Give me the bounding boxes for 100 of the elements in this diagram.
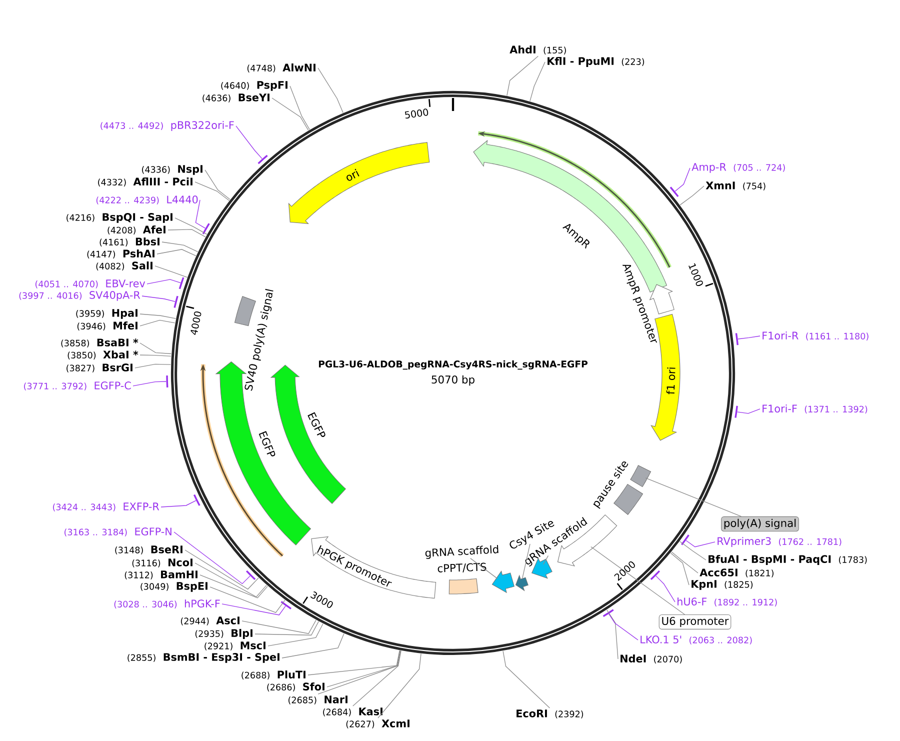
leader-line [160, 500, 196, 508]
site-label: (3148) BseRI [115, 546, 182, 554]
site-label: XmnI (754) [706, 182, 766, 190]
site-label: (2855) BsmBI - Esp3I - SpeI [128, 653, 280, 663]
site-label: NdeI (2070) [620, 654, 682, 664]
site-label: (3959) HpaI [76, 309, 138, 319]
leader-line [318, 68, 344, 114]
leader-line [645, 478, 742, 517]
leader-line [140, 320, 176, 326]
primer-label: RVprimer3 (1762 .. 1781) [718, 536, 842, 547]
leader-line [242, 620, 316, 634]
site-label: EcoRI (2392) [516, 710, 584, 718]
site-label: (4332) AflIII - PciI [98, 177, 192, 187]
site-label: (3116) NcoI [132, 558, 192, 568]
site-label: AhdI (155) [510, 45, 566, 55]
leader-line [140, 342, 172, 354]
leader-line [608, 614, 638, 640]
primer-label: (3997 .. 4016) SV40pA-R [19, 291, 140, 301]
tick-label: 4000 [190, 311, 202, 335]
leader-line [194, 182, 230, 201]
leader-line [680, 186, 704, 206]
site-label: (2944) AscI [180, 616, 240, 626]
leader-line [272, 98, 309, 131]
primer-label: (3028 .. 3046) hPGK-F [114, 599, 220, 609]
leader-line [506, 56, 538, 96]
primer-label: (4473 .. 4492) pBR322ori-F [100, 120, 234, 131]
leader-line [318, 650, 401, 694]
primer-label: hU6-F (1892 .. 1912) [678, 597, 777, 607]
leader-line [210, 586, 286, 613]
primer-label: F1ori-R (1161 .. 1180) [762, 331, 868, 341]
leader-line [378, 653, 422, 718]
site-label: (3827) BsrGI [66, 364, 132, 372]
leader-line [142, 296, 176, 302]
site-label: (4748) AlwNI [247, 63, 316, 73]
site-label: (4208) AfeI [108, 225, 166, 235]
site-label: (3049) BspEI [140, 582, 208, 592]
leader-line [738, 336, 760, 340]
primer-label: Amp-R (705 .. 724) [692, 163, 785, 173]
site-label: (3112) BamHI [124, 570, 198, 580]
leader-line [195, 200, 206, 229]
site-label: (2685) NarI [288, 696, 348, 704]
callout-label: U6 promoter [658, 614, 732, 630]
site-label: (3858) BsaBI * [61, 338, 138, 348]
leader-line [679, 541, 706, 560]
site-label: (2935) BlpI [195, 628, 252, 639]
site-label: (3946) MfeI [77, 321, 138, 331]
leader-line [671, 552, 698, 574]
site-label: KflI - PpuMI (223) [548, 56, 644, 67]
leader-line [737, 408, 760, 414]
site-label: (2688) PluTI [242, 670, 306, 680]
site-label: (4082) SalI [96, 261, 152, 271]
leader-line [522, 544, 530, 579]
leader-line [162, 242, 198, 252]
leader-line [606, 610, 618, 660]
feature-band [515, 574, 528, 592]
callout-label: poly(A) signal [721, 516, 799, 532]
site-label: (2627) XcmI [346, 720, 410, 728]
site-label: (4636) BseYI [202, 94, 270, 102]
primer-label: (4051 .. 4070) EBV-rev [35, 280, 146, 288]
leader-line [140, 354, 172, 357]
leader-line [670, 552, 690, 586]
primer-label: (3771 .. 3792) EGFP-C [24, 382, 131, 390]
site-label: (2921) MscI [204, 642, 266, 650]
leader-line [222, 604, 286, 616]
leader-line [326, 650, 400, 688]
site-label: (2684) KasI [323, 708, 382, 716]
leader-line [140, 314, 176, 319]
leader-line [290, 86, 310, 130]
site-label: BfuAI - BspMI - PaqCI (1783) [708, 554, 867, 565]
leader-line [656, 576, 676, 602]
site-label: (3850) XbaI * [68, 350, 138, 360]
primer-label: (3163 .. 3184) EGFP-N [64, 528, 172, 536]
leader-line [156, 249, 196, 256]
site-label: (4216) BspQI - SapI [66, 213, 172, 223]
leader-line [146, 279, 181, 284]
leader-line [530, 62, 546, 102]
leader-line [308, 650, 400, 676]
site-label: (2686) SfoI [267, 682, 324, 692]
leader-line [132, 381, 166, 386]
feature-box: cPPT/CTS [438, 562, 486, 594]
site-label: Acc65I (1821) [700, 568, 774, 578]
leader-line [268, 623, 324, 646]
leader-line [174, 532, 250, 584]
leader-line [184, 550, 259, 590]
leader-line [194, 562, 267, 598]
site-label: (4336) NspI [142, 165, 202, 175]
leader-line [502, 650, 550, 708]
leader-line [542, 555, 549, 565]
leader-line [168, 229, 206, 238]
leader-line [200, 574, 268, 598]
leader-line [352, 650, 402, 706]
leader-line [204, 170, 230, 200]
tick-label: 1000 [688, 263, 703, 286]
leader-line [236, 126, 262, 160]
primer-label: F1ori-F (1371 .. 1392) [762, 404, 868, 414]
leader-line [282, 633, 344, 658]
site-label: (4161) BbsI [100, 237, 160, 247]
primer-label: (3424 .. 3443) EXFP-R [53, 502, 160, 512]
leader-line [254, 621, 319, 636]
leader-line [674, 168, 690, 192]
